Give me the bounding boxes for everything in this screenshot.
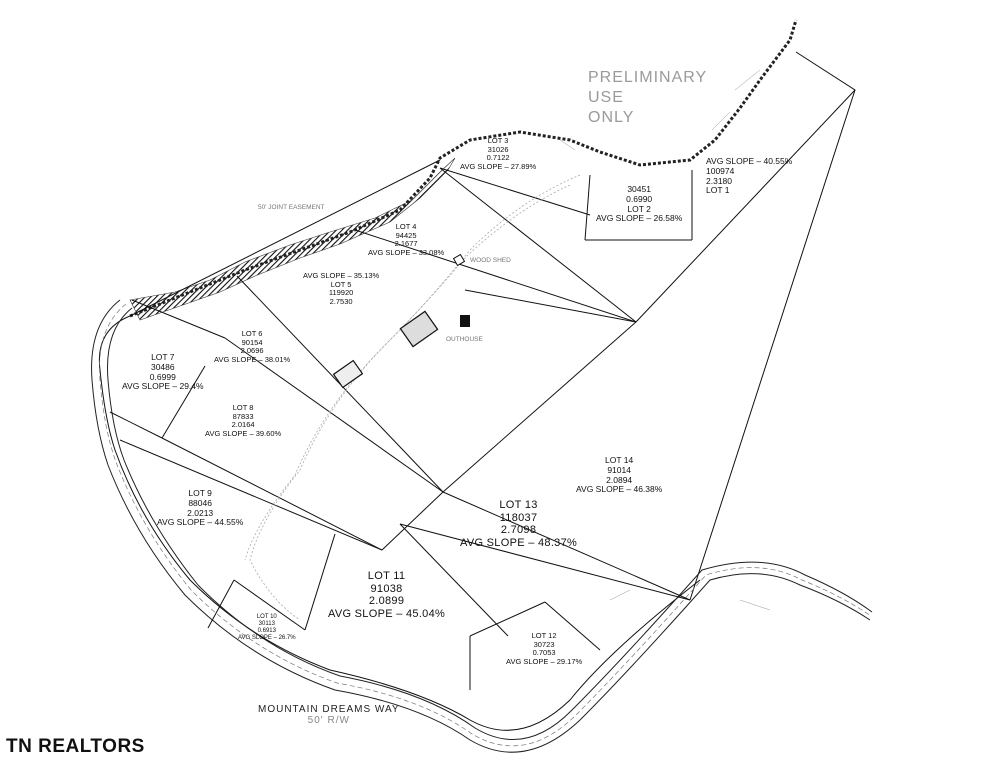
lot-11-area: 91038 — [370, 582, 403, 595]
structure-tiny — [460, 315, 470, 327]
lot-2-label: 30451 0.6990 LOT 2 AVG SLOPE – 26.58% — [596, 184, 683, 224]
lot-3-label: LOT 3 31026 0.7122 AVG SLOPE – 27.89% — [460, 136, 537, 172]
lot-12-label: LOT 12 30723 0.7053 AVG SLOPE – 29.17% — [506, 631, 583, 667]
preliminary-watermark: PRELIMINARY USE ONLY — [588, 68, 707, 128]
structure-shed — [399, 310, 439, 348]
lot-5-label: AVG SLOPE – 35.13% LOT 5 119920 2.7530 — [303, 271, 380, 307]
lot-1-area: 100974 — [706, 165, 735, 176]
lot-11-slope: AVG SLOPE – 45.04% — [328, 607, 446, 620]
lot-13-name: LOT 13 — [499, 499, 538, 511]
lot-2-area: 30451 — [627, 184, 651, 194]
lot-6-acres: 2.0696 — [240, 346, 264, 356]
lot-4-slope: AVG SLOPE – 33.08% — [368, 247, 445, 257]
lot-12-area: 30723 — [533, 639, 555, 649]
lot-8-slope: AVG SLOPE – 39.60% — [205, 428, 282, 438]
road-name: MOUNTAIN DREAMS WAY — [258, 704, 400, 715]
lot-9-acres: 2.0213 — [187, 507, 214, 518]
lot-9-label: LOT 9 88046 2.0213 AVG SLOPE – 44.55% — [157, 488, 244, 528]
lot-8-label: LOT 8 87833 2.0164 AVG SLOPE – 39.60% — [205, 403, 282, 439]
lot-9-name: LOT 9 — [188, 488, 212, 498]
joint-easement-band — [129, 157, 456, 321]
lot-8-acres: 2.0164 — [231, 420, 255, 430]
lot-4-acres: 2.1677 — [394, 239, 418, 249]
lot-13-slope: AVG SLOPE – 48.37% — [460, 536, 578, 549]
lot-2-slope: AVG SLOPE – 26.58% — [596, 213, 683, 224]
lot-lines — [109, 89, 856, 690]
road-centerline — [99, 303, 872, 747]
road-label: MOUNTAIN DREAMS WAY 50' R/W — [258, 704, 400, 726]
shed-note: WOOD SHED — [470, 257, 511, 264]
creek-boundary — [129, 19, 798, 318]
brand-logo: TN REALTORS — [6, 736, 145, 757]
lot-7-name: LOT 7 — [151, 352, 175, 362]
lot-4-label: LOT 4 94425 2.1677 AVG SLOPE – 33.08% — [368, 222, 445, 258]
structure-outhouse — [452, 253, 466, 267]
lot-3-slope: AVG SLOPE – 27.89% — [460, 161, 537, 171]
road-right-of-way: 50' R/W — [307, 715, 350, 726]
lot-5-acres: 2.7530 — [329, 296, 353, 306]
lot-7-slope: AVG SLOPE – 29.4% — [122, 381, 204, 392]
lot-5-area: 119920 — [328, 288, 354, 298]
lot-7-acres: 0.6999 — [149, 371, 176, 382]
road-edge-inner — [107, 307, 873, 741]
watermark-line3: ONLY — [588, 109, 635, 126]
lot-14-label: LOT 14 91014 2.0894 AVG SLOPE – 46.38% — [576, 455, 663, 495]
lot-5-slope: AVG SLOPE – 35.13% — [303, 271, 380, 280]
lot-6-label: LOT 6 90154 2.0696 AVG SLOPE – 38.01% — [214, 329, 291, 365]
lot-4-name: LOT 4 — [395, 222, 417, 231]
lot-10-slope: AVG SLOPE – 26.7% — [238, 634, 296, 641]
outhouse-note: OUTHOUSE — [446, 336, 483, 343]
lot-2-acres: 0.6990 — [626, 193, 653, 204]
lot-7-area: 30486 — [150, 361, 175, 372]
lot-11-acres: 2.0899 — [368, 595, 405, 608]
lot-2-name: LOT 2 — [627, 203, 651, 214]
lot-10-area: 30113 — [258, 620, 275, 627]
easement-note: 50' JOINT EASEMENT — [258, 204, 325, 211]
lot-4-area: 94425 — [395, 230, 417, 240]
lot-14-slope: AVG SLOPE – 46.38% — [576, 484, 663, 495]
lot-6-slope: AVG SLOPE – 38.01% — [214, 354, 291, 364]
lot-5-name: LOT 5 — [330, 279, 352, 289]
watermark-line2: USE — [588, 89, 624, 106]
lot-3-acres: 0.7122 — [486, 153, 510, 163]
lot-1-acres: 2.3180 — [706, 175, 732, 186]
driveways — [244, 174, 581, 621]
lot-10-label: LOT 10 30113 0.6913 AVG SLOPE – 26.7% — [238, 614, 296, 642]
lot-10-acres: 0.6913 — [257, 627, 276, 634]
lot-8-area: 87833 — [232, 411, 254, 421]
lot-1-name: LOT 1 — [706, 185, 730, 196]
lot-3-name: LOT 3 — [487, 136, 509, 145]
watermark-line1: PRELIMINARY — [588, 69, 708, 86]
road-edge-outer — [91, 299, 871, 753]
lot-1-label: AVG SLOPE – 40.55% 100974 2.3180 LOT 1 — [706, 156, 793, 196]
bearing-ticks — [559, 69, 771, 611]
lot-14-name: LOT 14 — [605, 455, 634, 465]
lot-11-label: LOT 11 91038 2.0899 AVG SLOPE – 45.04% — [328, 570, 445, 621]
lot-9-area: 88046 — [188, 497, 212, 508]
lot-11-name: LOT 11 — [367, 570, 406, 582]
lot-1-slope: AVG SLOPE – 40.55% — [706, 156, 793, 166]
lot-8-name: LOT 8 — [232, 403, 254, 412]
lot-13-acres: 2.7098 — [500, 524, 537, 537]
lot-10-name: LOT 10 — [256, 614, 277, 620]
lot-12-name: LOT 12 — [531, 631, 557, 640]
lot-6-area: 90154 — [241, 337, 263, 347]
lot-14-area: 91014 — [607, 464, 631, 475]
lot-6-name: LOT 6 — [241, 329, 263, 338]
structure-small — [332, 359, 364, 389]
lot-3-area: 31026 — [487, 144, 509, 154]
lot-12-slope: AVG SLOPE – 29.17% — [506, 656, 583, 666]
lot-14-acres: 2.0894 — [606, 474, 633, 485]
lot-12-acres: 0.7053 — [532, 648, 556, 658]
lot-7-label: LOT 7 30486 0.6999 AVG SLOPE – 29.4% — [122, 352, 204, 392]
lot-13-area: 118037 — [499, 511, 538, 524]
lot-13-label: LOT 13 118037 2.7098 AVG SLOPE – 48.37% — [460, 499, 577, 550]
lot-9-slope: AVG SLOPE – 44.55% — [157, 517, 244, 528]
